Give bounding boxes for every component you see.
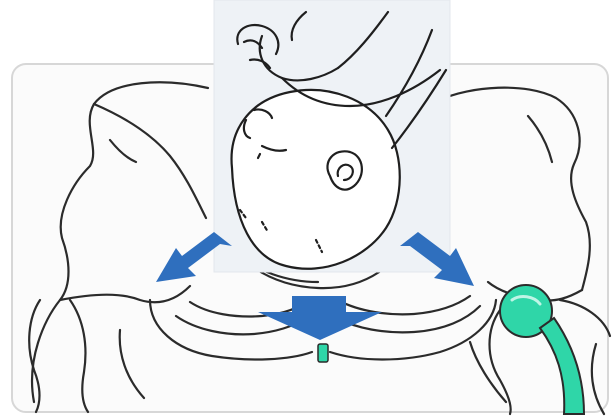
pubic-symphysis-highlight [318, 344, 328, 362]
baby-head-illustration [214, 0, 450, 272]
